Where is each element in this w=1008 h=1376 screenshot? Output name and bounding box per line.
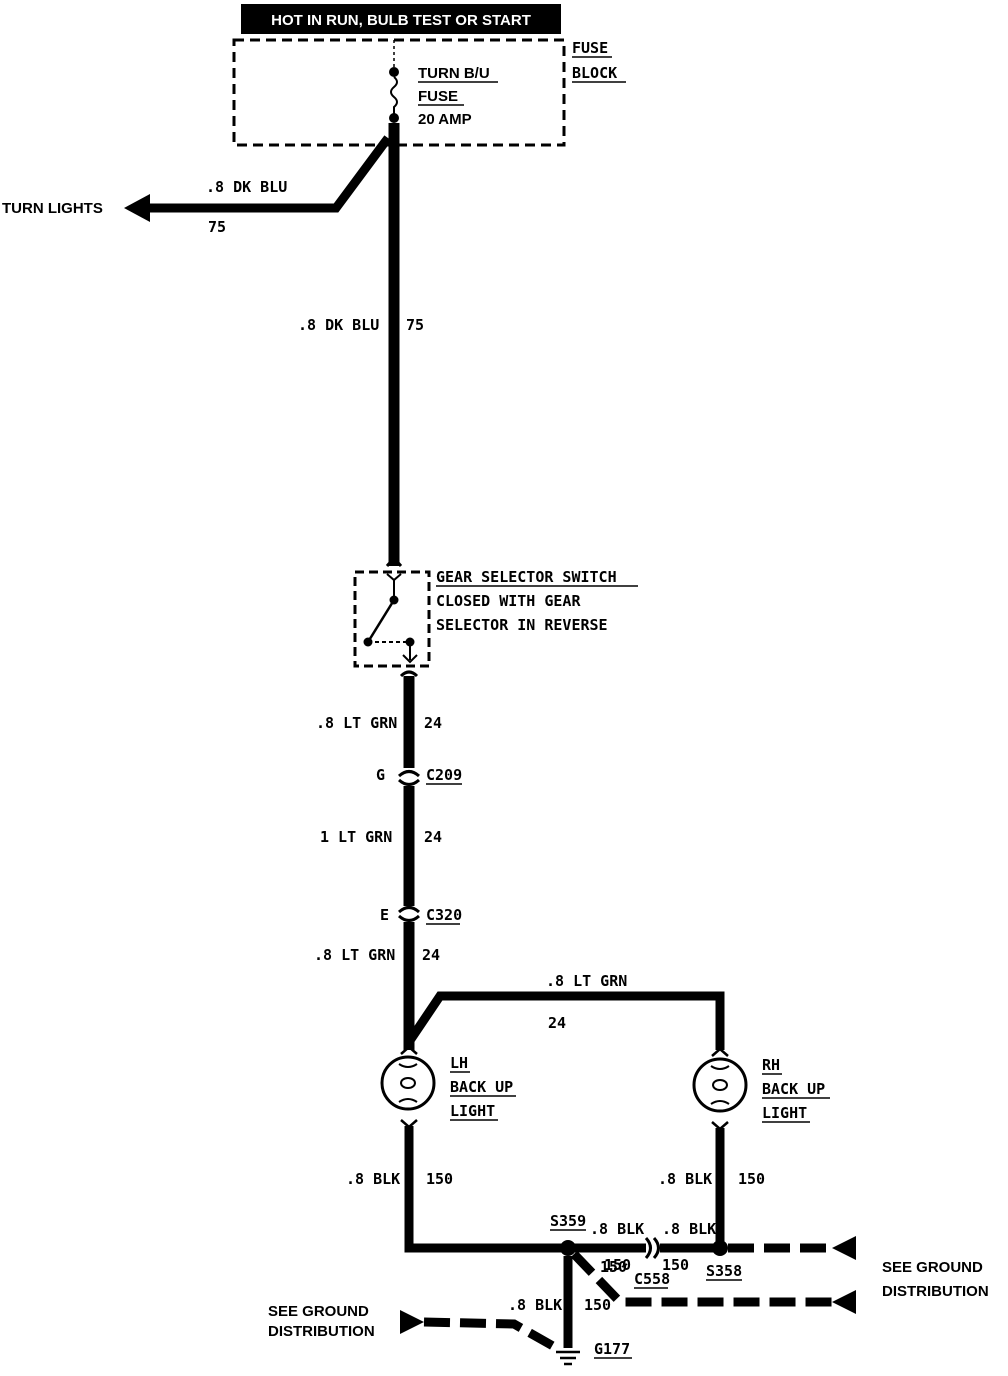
c320-pin: E bbox=[380, 906, 389, 924]
g177-circuit: 150 bbox=[584, 1296, 611, 1314]
rh-light-label-2: BACK UP bbox=[762, 1080, 825, 1098]
turn-lights-circuit: 75 bbox=[208, 218, 226, 236]
wire-1-circuit: 24 bbox=[424, 714, 442, 732]
s359-diag-circuit: 150 bbox=[600, 1258, 627, 1276]
wire-2-circuit: 24 bbox=[424, 828, 442, 846]
connector-c209: G C209 bbox=[376, 766, 462, 786]
c320-name: C320 bbox=[426, 906, 462, 924]
c209-pin: G bbox=[376, 766, 385, 784]
arrow-left-icon bbox=[124, 194, 150, 222]
turn-lights-wire: .8 DK BLU bbox=[206, 178, 287, 196]
wire-1-label: .8 LT GRN bbox=[316, 714, 397, 732]
rh-backup-light: RH BACK UP LIGHT bbox=[692, 1047, 830, 1123]
fuse-block: FUSE BLOCK TURN B/U FUSE 20 AMP bbox=[232, 38, 626, 147]
fuse-rating: 20 AMP bbox=[418, 111, 472, 128]
wire-4-circuit: 24 bbox=[548, 1014, 566, 1032]
ground-ref-left-2: DISTRIBUTION bbox=[268, 1323, 375, 1340]
g177-label: G177 bbox=[594, 1340, 630, 1358]
fuse-block-label-1: FUSE bbox=[572, 39, 608, 57]
connector-c320: E C320 bbox=[380, 906, 462, 925]
c558-s358-circuit: 150 bbox=[662, 1256, 689, 1274]
wire-2-label: 1 LT GRN bbox=[320, 828, 392, 846]
turn-lights-label: TURN LIGHTS bbox=[2, 200, 103, 217]
switch-contact-icon bbox=[366, 599, 396, 643]
arrow-from-ground-icon bbox=[400, 1310, 424, 1334]
reverse-feed-wire: .8 LT GRN 24 G C209 1 LT GRN 24 E C320 .… bbox=[314, 670, 725, 1050]
feed-wire-label: .8 DK BLU bbox=[298, 316, 379, 334]
c558-s358-wire: .8 BLK bbox=[662, 1220, 716, 1238]
fuse-element-icon bbox=[390, 76, 398, 116]
s359-c558-circuit: 150 bbox=[604, 1256, 631, 1274]
wire-4-label: .8 LT GRN bbox=[546, 972, 627, 990]
ground-ref-left: SEE GROUND DISTRIBUTION bbox=[268, 1303, 375, 1340]
c558-name: C558 bbox=[634, 1270, 670, 1288]
fuse-name-2: FUSE bbox=[418, 88, 458, 105]
turn-lights-branch: TURN LIGHTS .8 DK BLU 75 bbox=[2, 135, 392, 236]
power-status-text: HOT IN RUN, BULB TEST OR START bbox=[271, 12, 531, 29]
rh-light-label-1: RH bbox=[762, 1056, 780, 1074]
ground-ref-right: SEE GROUND DISTRIBUTION bbox=[882, 1259, 989, 1300]
rh-bulb-icon bbox=[692, 1057, 748, 1113]
gear-switch-title: GEAR SELECTOR SWITCH bbox=[436, 568, 617, 586]
power-status-header: HOT IN RUN, BULB TEST OR START bbox=[241, 4, 561, 34]
feed-wire-circuit: 75 bbox=[406, 316, 424, 334]
rh-ground-circuit: 150 bbox=[738, 1170, 765, 1188]
lh-light-label-3: LIGHT bbox=[450, 1102, 495, 1120]
arrow-to-ground-2-icon bbox=[832, 1290, 856, 1314]
connector-c558: C558 bbox=[634, 1236, 670, 1289]
c209-name: C209 bbox=[426, 766, 462, 784]
fuse-block-label-2: BLOCK bbox=[572, 64, 617, 82]
s359-label: S359 bbox=[550, 1212, 586, 1230]
ground-symbol-icon bbox=[556, 1350, 580, 1366]
lh-light-label-2: BACK UP bbox=[450, 1078, 513, 1096]
s358-label: S358 bbox=[706, 1262, 742, 1280]
lh-ground-circuit: 150 bbox=[426, 1170, 453, 1188]
wire-3-label: .8 LT GRN bbox=[314, 946, 395, 964]
gear-switch-desc-2: SELECTOR IN REVERSE bbox=[436, 616, 608, 634]
lh-backup-light: LH BACK UP LIGHT bbox=[380, 1045, 516, 1121]
rh-light-label-3: LIGHT bbox=[762, 1104, 807, 1122]
ground-ref-right-1: SEE GROUND bbox=[882, 1259, 983, 1276]
s359-c558-wire: .8 BLK bbox=[590, 1220, 644, 1238]
gear-selector-switch: GEAR SELECTOR SWITCH CLOSED WITH GEAR SE… bbox=[353, 555, 638, 668]
gear-switch-desc-1: CLOSED WITH GEAR bbox=[436, 592, 581, 610]
wire-3-circuit: 24 bbox=[422, 946, 440, 964]
arrow-to-ground-icon bbox=[832, 1236, 856, 1260]
rh-ground-wire: .8 BLK bbox=[658, 1170, 712, 1188]
lh-bulb-icon bbox=[380, 1055, 436, 1111]
ground-ref-left-1: SEE GROUND bbox=[268, 1303, 369, 1320]
lh-light-label-1: LH bbox=[450, 1054, 468, 1072]
lh-ground-wire: .8 BLK bbox=[346, 1170, 400, 1188]
splice-s358 bbox=[712, 1240, 728, 1256]
ground-ref-right-2: DISTRIBUTION bbox=[882, 1283, 989, 1300]
ground-circuit: .8 BLK 150 .8 BLK 150 S359 .8 BLK 150 C5… bbox=[346, 1119, 856, 1366]
fuse-name-1: TURN B/U bbox=[418, 65, 490, 82]
feed-wire: .8 DK BLU 75 bbox=[298, 123, 424, 566]
g177-wire: .8 BLK bbox=[508, 1296, 562, 1314]
